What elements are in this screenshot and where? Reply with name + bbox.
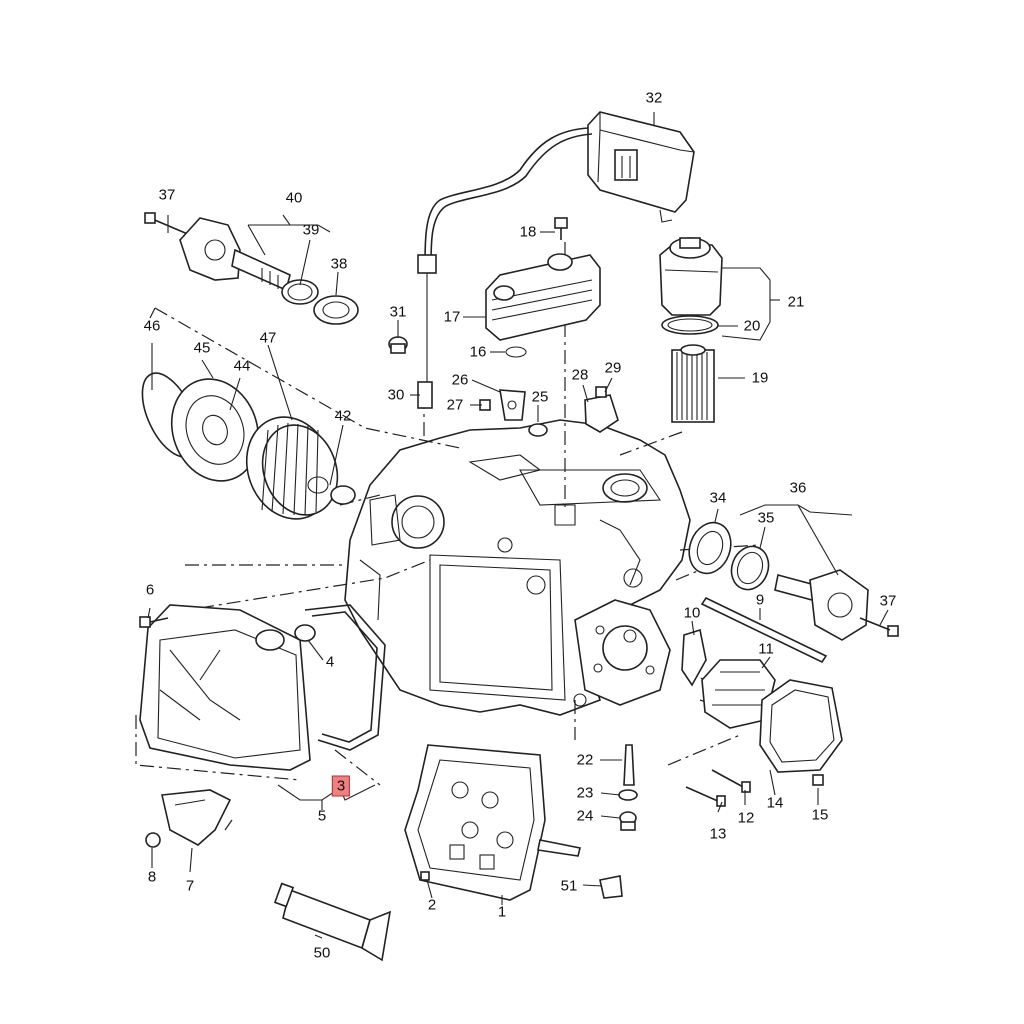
part-label-34: 34 — [709, 489, 727, 507]
part-label-8: 8 — [147, 868, 157, 886]
part-label-37-left: 37 — [158, 186, 176, 204]
part-label-13: 13 — [709, 825, 727, 843]
parts-34-37-right-flange — [688, 521, 899, 641]
part-label-5: 5 — [317, 807, 327, 825]
part-label-9: 9 — [755, 591, 765, 609]
part-label-18: 18 — [519, 223, 537, 241]
part-label-42: 42 — [334, 407, 352, 425]
part-32-control-unit — [417, 111, 695, 395]
parts-22-24-sensor — [618, 744, 638, 831]
part-label-6: 6 — [145, 581, 155, 599]
part-label-45: 45 — [193, 339, 211, 357]
part-label-26: 26 — [451, 371, 469, 389]
part-label-40: 40 — [285, 189, 303, 207]
parts-25-31-small — [388, 336, 619, 437]
part-label-29: 29 — [604, 359, 622, 377]
part-label-19: 19 — [751, 369, 769, 387]
part-9-shaft — [700, 596, 828, 664]
part-label-12: 12 — [737, 809, 755, 827]
part-label-23: 23 — [576, 784, 594, 802]
part-label-28: 28 — [571, 366, 589, 384]
parts-19-21-oil-filter — [659, 237, 723, 423]
part-label-4: 4 — [325, 653, 335, 671]
part-label-37-right: 37 — [879, 592, 897, 610]
part-label-30: 30 — [387, 386, 405, 404]
part-label-47: 47 — [259, 329, 277, 347]
part-label-39: 39 — [302, 221, 320, 239]
part-label-44: 44 — [233, 357, 251, 375]
part-label-17: 17 — [443, 308, 461, 326]
part-17-oil-cooler — [485, 217, 601, 358]
part-label-38: 38 — [330, 255, 348, 273]
parts-37-40-left-flange — [144, 212, 359, 325]
part-label-46: 46 — [143, 317, 161, 335]
parts-42-47-clutch — [141, 372, 356, 520]
part-label-27: 27 — [446, 396, 464, 414]
part-label-10: 10 — [683, 604, 701, 622]
part-label-32: 32 — [645, 89, 663, 107]
part-label-50: 50 — [313, 944, 331, 962]
part-label-22: 22 — [576, 751, 594, 769]
part-label-24: 24 — [576, 807, 594, 825]
part-label-20: 20 — [743, 317, 761, 335]
part-label-51: 51 — [560, 877, 578, 895]
part-label-15: 15 — [811, 806, 829, 824]
part-50-sealant-tube — [273, 882, 392, 962]
part-label-3-highlighted[interactable]: 3 — [331, 775, 351, 797]
part-label-21: 21 — [787, 293, 805, 311]
part-label-1: 1 — [497, 903, 507, 921]
transmission-housing — [344, 419, 691, 716]
part-label-16: 16 — [469, 343, 487, 361]
part-1-mechatronic — [404, 744, 623, 901]
leader-lines — [147, 112, 889, 939]
part-label-35: 35 — [757, 509, 775, 527]
part-label-14: 14 — [766, 794, 784, 812]
parts-10-15-pump-cover — [681, 628, 843, 807]
parts-3-6-oil-pan — [139, 604, 386, 848]
part-label-25: 25 — [531, 388, 549, 406]
part-label-2: 2 — [427, 896, 437, 914]
part-label-11: 11 — [758, 640, 774, 658]
part-label-36: 36 — [789, 479, 807, 497]
part-label-31: 31 — [389, 303, 407, 321]
part-label-7: 7 — [185, 877, 195, 895]
